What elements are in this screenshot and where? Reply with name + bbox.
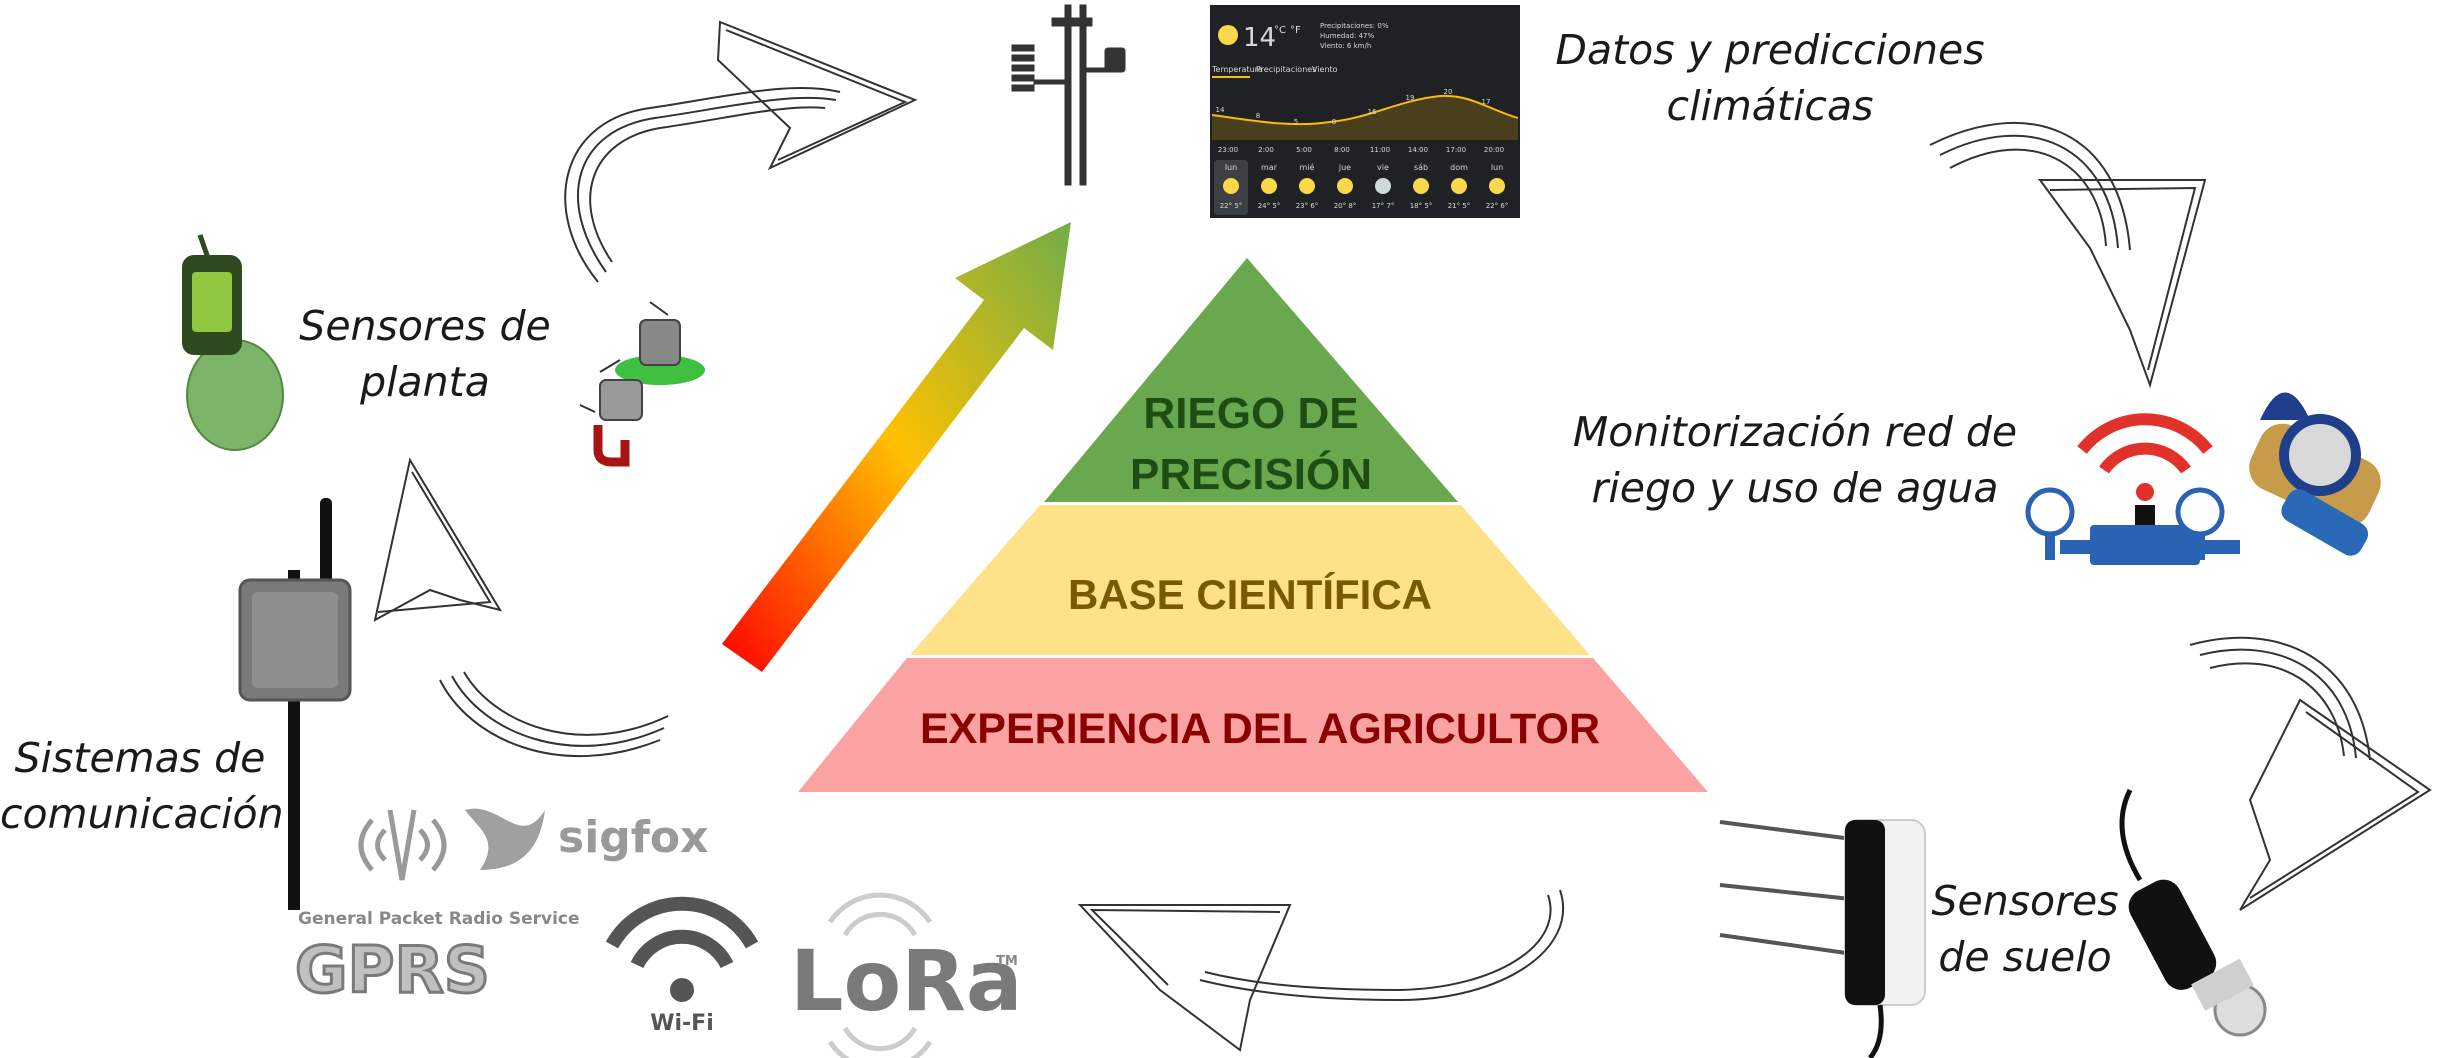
- water-meter-icon: [2249, 392, 2381, 556]
- weather-tab-2: Precipitaciones: [1256, 65, 1316, 74]
- plant-leaf-sensor: [182, 234, 284, 451]
- weather-day-label: jue: [1338, 163, 1351, 172]
- pyramid-tier-middle: [910, 505, 1590, 655]
- weather-day-range: 24° 5°: [1258, 202, 1281, 210]
- weather-tab-1: Temperatura: [1211, 65, 1263, 74]
- weather-curve-label: 19: [1406, 94, 1415, 102]
- weather-day-range: 17° 7°: [1372, 202, 1395, 210]
- weather-tab-3: Viento: [1312, 65, 1338, 74]
- sketch-arrow-right-lower: [2189, 636, 2432, 911]
- weather-station-icon: [1011, 4, 1126, 186]
- weather-hour-label: 20:00: [1484, 146, 1504, 154]
- wifi-logo: Wi-Fi: [605, 896, 759, 1036]
- weather-hour-label: 17:00: [1446, 146, 1466, 154]
- caption-plant-sensors: Sensores de planta: [290, 298, 560, 410]
- weather-day-range: 22° 5°: [1220, 202, 1243, 210]
- weather-hour-label: 23:00: [1218, 146, 1238, 154]
- weather-hour-label: 2:00: [1258, 146, 1274, 154]
- gprs-text: GPRS: [295, 934, 490, 1008]
- weather-day-label: lun: [1491, 163, 1503, 172]
- wifi-text: Wi-Fi: [650, 1011, 714, 1036]
- caption-water-line1: Monitorización red de: [1572, 408, 2018, 456]
- weather-curve-label: 5: [1294, 118, 1298, 126]
- sketch-arrow-right-upper: [1929, 122, 2207, 389]
- weather-alt-unit: °F: [1290, 25, 1301, 36]
- pyramid-top-line2: PRECISIÓN: [1130, 449, 1372, 499]
- caption-soil-line1: Sensores: [1931, 877, 2119, 925]
- weather-day-label: dom: [1450, 163, 1468, 172]
- pyramid-bottom-label: EXPERIENCIA DEL AGRICULTOR: [920, 705, 1600, 753]
- caption-comm-line2: comunicación: [0, 790, 284, 838]
- pyramid-tier-top: [1044, 258, 1458, 502]
- sigfox-logo: sigfox: [465, 808, 709, 870]
- partly-cloudy-icon: [1413, 178, 1429, 194]
- caption-water-network: Monitorización red de riego y uso de agu…: [1535, 404, 2055, 516]
- caption-comm-line1: Sistemas de: [14, 734, 266, 782]
- caption-soil-line2: de suelo: [1938, 933, 2112, 981]
- communication-gateway: [238, 498, 352, 910]
- pyramid-tier-bottom: [798, 658, 1708, 792]
- water-network-icon: [2025, 413, 2240, 565]
- weather-curve-label: 8: [1332, 118, 1336, 126]
- weather-day-range: 18° 5°: [1410, 202, 1433, 210]
- gradient-progress-arrow: [722, 222, 1071, 672]
- pyramid-top-line1: RIEGO DE: [1143, 389, 1358, 438]
- caption-communication-systems: Sistemas de comunicación: [0, 730, 284, 842]
- caption-plant-line1: Sensores de: [299, 302, 551, 350]
- weather-day-range: 21° 5°: [1448, 202, 1471, 210]
- weather-day-label: mar: [1261, 163, 1278, 172]
- weather-widget: 14 °C °F Precipitaciones: 0% Humedad: 47…: [1210, 5, 1520, 218]
- weather-hour-label: 11:00: [1370, 146, 1390, 154]
- weather-detail-3: Viento: 6 km/h: [1320, 42, 1371, 50]
- gprs-logo: General Packet Radio Service GPRS: [294, 909, 580, 1010]
- sigfox-text: sigfox: [558, 812, 709, 863]
- caption-climate-line1: Datos y predicciones: [1555, 26, 1985, 74]
- lora-text: LoRa: [790, 932, 1023, 1030]
- gprs-subtitle: General Packet Radio Service: [298, 909, 580, 929]
- weather-hour-label: 8:00: [1334, 146, 1350, 154]
- sketch-arrow-bottom: [1077, 889, 1565, 1052]
- weather-detail-2: Humedad: 47%: [1320, 32, 1374, 40]
- weather-detail-1: Precipitaciones: 0%: [1320, 22, 1389, 30]
- weather-curve-label: 14: [1216, 106, 1225, 114]
- weather-hour-label: 5:00: [1296, 146, 1312, 154]
- weather-unit: °C: [1274, 25, 1286, 36]
- caption-soil-sensors: Sensores de suelo: [1925, 873, 2125, 985]
- lora-logo: LoRa TM: [790, 892, 1023, 1058]
- weather-day-label: vie: [1377, 163, 1389, 172]
- weather-hour-label: 14:00: [1408, 146, 1428, 154]
- sun-icon: [1223, 178, 1239, 194]
- soil-sensor-probe-icon: [1719, 819, 1926, 1058]
- partly-cloudy-icon: [1337, 178, 1353, 194]
- caption-climate-data: Datos y predicciones climáticas: [1520, 22, 2020, 134]
- weather-day-range: 20° 8°: [1334, 202, 1357, 210]
- antenna-logo-icon: [358, 809, 447, 881]
- dendrometer-icon: [579, 301, 705, 467]
- rain-cloud-icon: [1375, 178, 1391, 194]
- sketch-arrow-top: [564, 20, 918, 283]
- weather-curve-label: 16: [1368, 108, 1377, 116]
- weather-curve-label: 17: [1482, 98, 1491, 106]
- caption-plant-line2: planta: [360, 358, 490, 406]
- weather-day-label: sáb: [1414, 163, 1428, 172]
- soil-sensor-capsule-icon: [2119, 788, 2267, 1037]
- lora-tm: TM: [996, 954, 1018, 969]
- weather-temp: 14: [1243, 23, 1276, 53]
- caption-water-line2: riego y uso de agua: [1591, 464, 1999, 512]
- pyramid: RIEGO DE PRECISIÓN BASE CIENTÍFICA EXPER…: [798, 258, 1708, 792]
- weather-day-range: 22° 6°: [1486, 202, 1509, 210]
- sun-icon: [1261, 178, 1277, 194]
- pyramid-middle-label: BASE CIENTÍFICA: [1068, 571, 1432, 618]
- weather-day-label: mié: [1300, 162, 1315, 172]
- weather-day-label: lun: [1225, 163, 1237, 172]
- weather-curve-label: 20: [1444, 88, 1453, 96]
- partly-cloudy-icon: [1299, 178, 1315, 194]
- partly-cloudy-icon: [1489, 178, 1505, 194]
- partly-cloudy-icon: [1451, 178, 1467, 194]
- sketch-arrow-left: [373, 457, 669, 758]
- weather-day-range: 23° 6°: [1296, 202, 1319, 210]
- caption-climate-line2: climáticas: [1666, 82, 1874, 130]
- weather-curve-label: 8: [1256, 112, 1260, 120]
